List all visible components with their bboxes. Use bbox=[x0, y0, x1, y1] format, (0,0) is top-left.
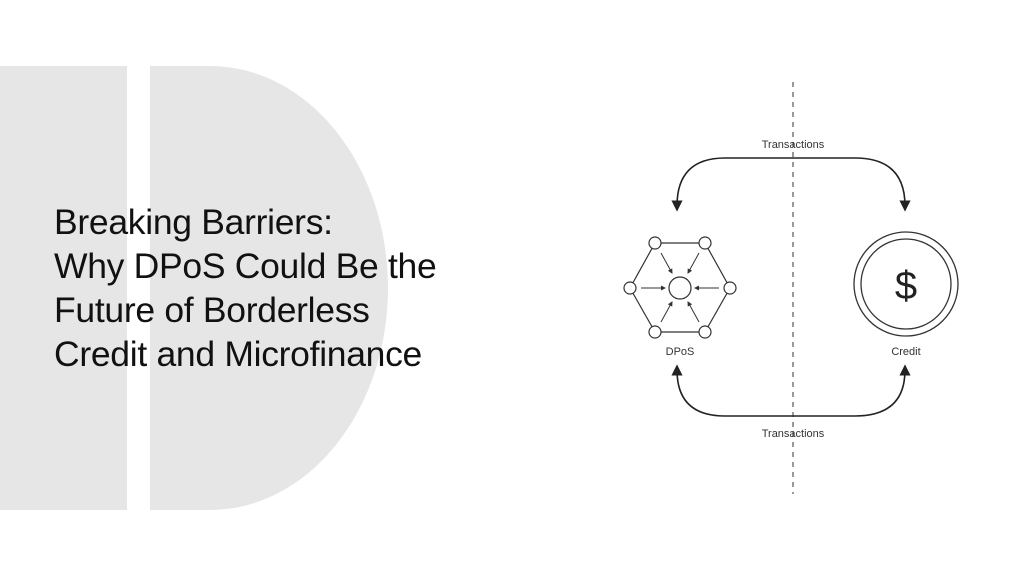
credit-coin-icon: $ bbox=[853, 231, 959, 337]
arrow-from-top-left bbox=[660, 252, 673, 274]
dpos-label: DPoS bbox=[666, 346, 695, 358]
outer-node bbox=[698, 325, 712, 339]
center-node bbox=[668, 276, 692, 300]
title-line-2: Why DPoS Could Be the bbox=[54, 246, 437, 286]
title-line-3: Future of Borderless bbox=[54, 290, 370, 330]
arrow-from-bottom-right bbox=[687, 301, 700, 323]
outer-node bbox=[723, 281, 737, 295]
coin-outer-ring bbox=[853, 231, 959, 337]
title-line-4: Credit and Microfinance bbox=[54, 334, 422, 374]
bottom-arrow-label: Transactions bbox=[762, 428, 825, 440]
title-line-1: Breaking Barriers: bbox=[54, 202, 333, 242]
decorative-d-stem bbox=[0, 66, 127, 510]
page-title: Breaking Barriers: Why DPoS Could Be the… bbox=[54, 200, 437, 376]
bottom-transaction-arrow bbox=[671, 364, 911, 417]
outer-node bbox=[648, 236, 662, 250]
decorative-d-bowl bbox=[150, 66, 388, 510]
top-arrow-label: Transactions bbox=[762, 139, 825, 151]
arrow-from-top-right bbox=[687, 252, 700, 274]
coin-inner-ring bbox=[860, 238, 952, 330]
dollar-sign-icon: $ bbox=[895, 264, 917, 308]
dpos-network-icon bbox=[623, 236, 737, 339]
top-transaction-arrow bbox=[671, 157, 911, 212]
credit-label: Credit bbox=[891, 346, 920, 358]
outer-node bbox=[648, 325, 662, 339]
outer-node bbox=[698, 236, 712, 250]
outer-node bbox=[623, 281, 637, 295]
arrow-from-bottom-left bbox=[660, 301, 673, 323]
